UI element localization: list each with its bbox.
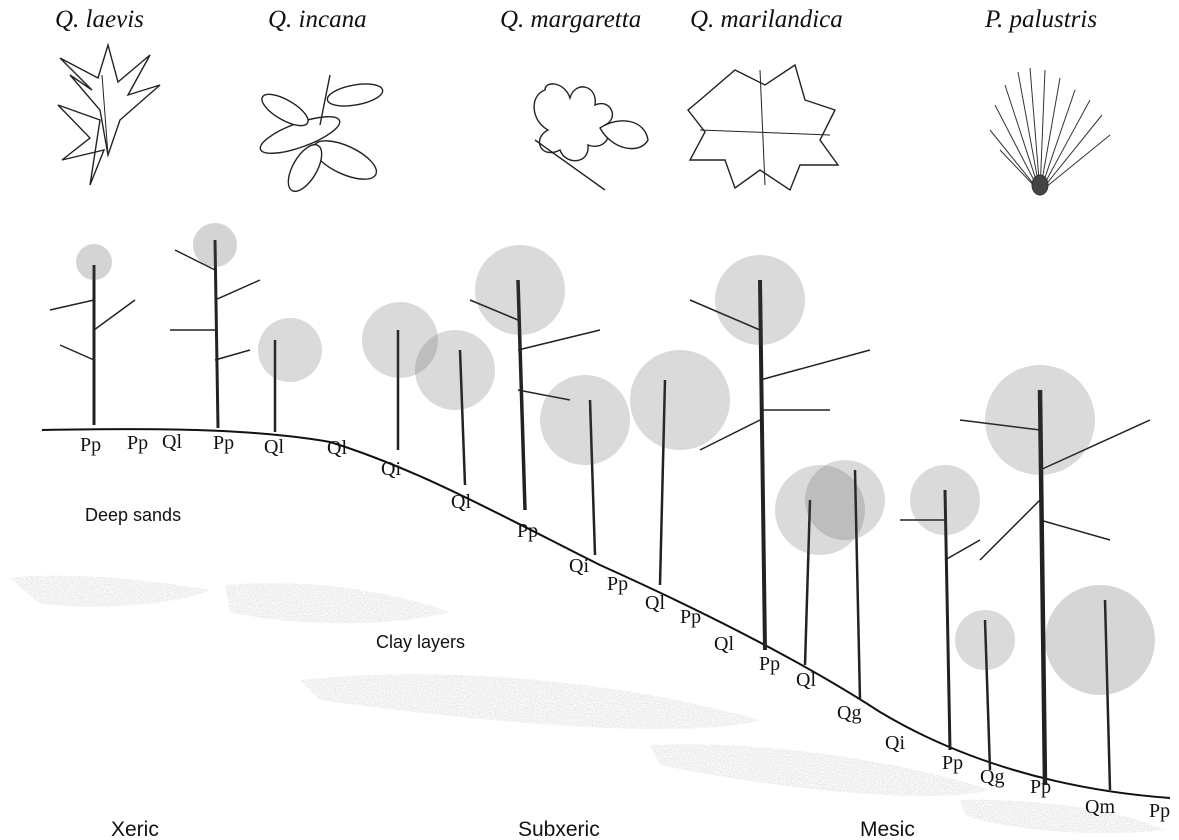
- turkey-oak-leaf-icon: [58, 45, 160, 185]
- tree-code: Pp: [942, 752, 963, 774]
- tree-code: Pp: [607, 573, 628, 595]
- zone-label-subxeric: Subxeric: [518, 818, 600, 840]
- tree-code: Pp: [517, 520, 538, 542]
- pine-tree: [690, 255, 870, 650]
- zone-label-xeric: Xeric: [111, 818, 159, 840]
- tree-code: Pp: [680, 606, 701, 628]
- oak-tree: [1045, 585, 1155, 790]
- longleaf-pine-needles-icon: [990, 68, 1110, 195]
- blackjack-oak-leaf-icon: [688, 65, 838, 190]
- tree-code: Ql: [796, 669, 816, 691]
- tree-code: Ql: [327, 437, 347, 459]
- oak-tree: [630, 350, 730, 585]
- tree-code: Qi: [885, 732, 905, 754]
- soil-label-deep-sands: Deep sands: [85, 505, 181, 525]
- tree-code: Pp: [1030, 776, 1051, 798]
- pine-tree: [50, 244, 135, 425]
- soil-label-clay-layers: Clay layers: [376, 632, 465, 652]
- oak-tree: [540, 375, 630, 555]
- bluejack-oak-leaf-icon: [256, 75, 384, 197]
- pine-tree: [170, 223, 260, 428]
- tree-code: Qm: [1085, 796, 1115, 818]
- tree-code: Pp: [759, 653, 780, 675]
- zone-label-mesic: Mesic: [860, 818, 915, 840]
- oak-tree: [955, 610, 1015, 770]
- tree-code: Pp: [80, 434, 101, 456]
- tree-code: Qi: [569, 555, 589, 577]
- ground-slope-line: [42, 429, 1170, 798]
- tree-code: Ql: [451, 491, 471, 513]
- tree-code: Qg: [837, 702, 861, 724]
- sand-post-oak-leaf-icon: [534, 84, 648, 190]
- tree-code: Ql: [714, 633, 734, 655]
- tree-code: Qi: [381, 458, 401, 480]
- tree-code: Qg: [980, 766, 1004, 788]
- tree-code: Ql: [264, 436, 284, 458]
- tree-code: Pp: [1149, 800, 1170, 822]
- oak-tree: [258, 318, 322, 432]
- oak-tree: [805, 460, 885, 700]
- tree-code: Ql: [162, 431, 182, 453]
- tree-code: Pp: [213, 432, 234, 454]
- pine-tree: [900, 465, 980, 750]
- tree-code: Pp: [127, 432, 148, 454]
- tree-code: Ql: [645, 592, 665, 614]
- oak-tree: [415, 330, 495, 485]
